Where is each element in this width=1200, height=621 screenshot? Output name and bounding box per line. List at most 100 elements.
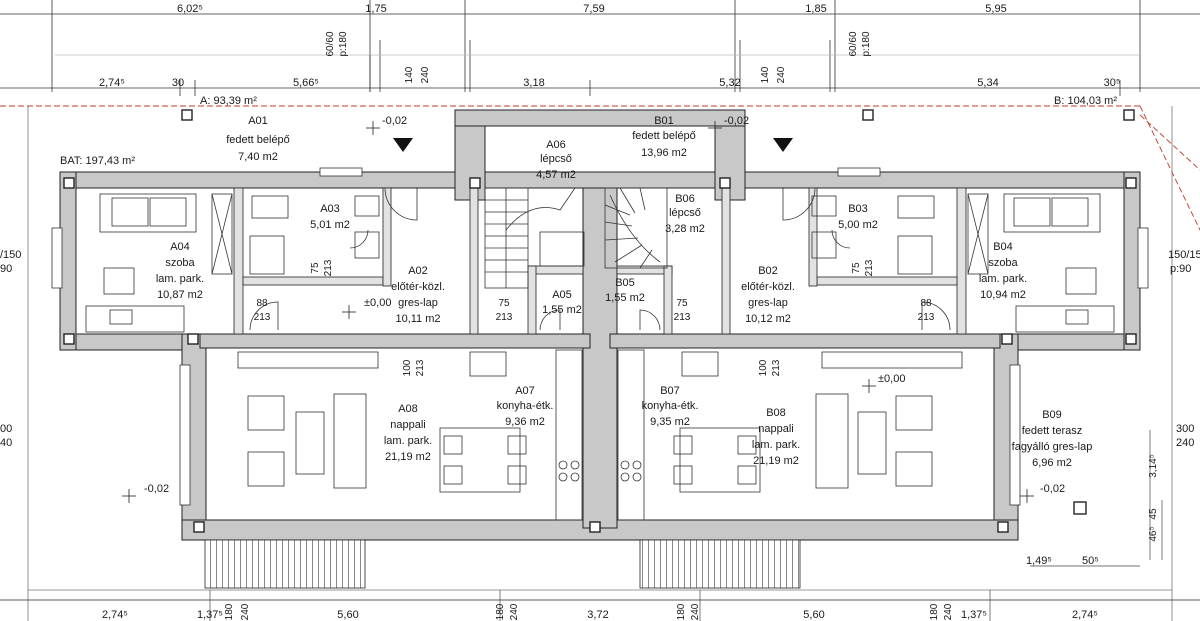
door-b08-h: 213 bbox=[771, 359, 782, 376]
level-b08: ±0,00 bbox=[878, 373, 905, 385]
interior-walls bbox=[233, 187, 967, 335]
door-a04-w: 88 bbox=[256, 298, 268, 309]
door-b05-w: 75 bbox=[676, 298, 688, 309]
door-swings bbox=[249, 187, 951, 331]
top-dim-2: 1,75 bbox=[365, 3, 386, 15]
room-a01-name: fedett belépő bbox=[226, 134, 290, 146]
glazing-hatch bbox=[204, 539, 801, 589]
bottom-dim-1: 2,74⁵ bbox=[102, 609, 128, 621]
top-dim-1: 6,02⁵ bbox=[177, 3, 203, 15]
room-b02-area: 10,12 m2 bbox=[745, 313, 791, 325]
level-a01: -0,02 bbox=[382, 115, 407, 127]
door-a04-h: 213 bbox=[254, 312, 271, 323]
room-a08-name2: lam. park. bbox=[384, 435, 432, 447]
left-dim-2: 90 bbox=[0, 263, 12, 275]
level-left-garden: -0,02 bbox=[144, 483, 169, 495]
bottom-dim-4: 240 bbox=[240, 603, 251, 620]
room-b09-code: B09 bbox=[1042, 409, 1062, 421]
room-b06-area: 3,28 m2 bbox=[665, 223, 705, 235]
bottom-dim-10: 240 bbox=[690, 603, 701, 620]
bottom-dim-3: 180 bbox=[224, 603, 235, 620]
door-b08-w: 100 bbox=[758, 359, 769, 376]
bottom-dim-8: 3,72 bbox=[587, 609, 608, 621]
furniture bbox=[85, 193, 1115, 521]
room-a07-name: konyha-étk. bbox=[497, 400, 554, 412]
entrance-arrows bbox=[393, 138, 793, 152]
door-b04-h: 213 bbox=[918, 312, 935, 323]
door-a05-h: 213 bbox=[496, 312, 513, 323]
room-a07-code: A07 bbox=[515, 385, 535, 397]
room-b07-code: B07 bbox=[660, 385, 680, 397]
room-b09-area: 6,96 m2 bbox=[1032, 457, 1072, 469]
door-a03-h: 213 bbox=[323, 259, 334, 276]
side-dim-lines bbox=[0, 430, 1200, 621]
vdim-2: 240 bbox=[420, 66, 431, 83]
room-a01-area: 7,40 m2 bbox=[238, 151, 278, 163]
level-a02: ±0,00 bbox=[364, 297, 391, 309]
room-b03-code: B03 bbox=[848, 203, 868, 215]
door-a05-w: 75 bbox=[498, 298, 510, 309]
terrace-dim-labels: 1,49⁵ 50⁵ bbox=[1026, 555, 1099, 567]
staircase-a bbox=[484, 187, 585, 289]
bottom-dim-14: 1,37⁵ bbox=[961, 609, 987, 621]
room-a08-code: A08 bbox=[398, 403, 418, 415]
room-b01-area: 13,96 m2 bbox=[641, 147, 687, 159]
area-total-b: B: 104,03 m² bbox=[1054, 95, 1117, 107]
bottom-dim-15: 2,74⁵ bbox=[1072, 609, 1098, 621]
room-a08-area: 21,19 m2 bbox=[385, 451, 431, 463]
top-dimension-lines bbox=[0, 0, 1200, 96]
window-tag-4: p:180 bbox=[861, 31, 872, 56]
bottom-dim-9: 180 bbox=[676, 603, 687, 620]
room-b04-name2: lam. park. bbox=[979, 273, 1027, 285]
window-tag-2: p:180 bbox=[338, 31, 349, 56]
terrace-dim-1: 1,49⁵ bbox=[1026, 555, 1052, 567]
left-dim-4: 40 bbox=[0, 437, 12, 449]
room-b08-name: nappali bbox=[758, 423, 793, 435]
second-dim-1: 2,74⁵ bbox=[99, 77, 125, 89]
room-a02-code: A02 bbox=[408, 265, 428, 277]
room-b02-name2: gres-lap bbox=[748, 297, 788, 309]
room-b04-code: B04 bbox=[993, 241, 1013, 253]
bottom-dim-12: 180 bbox=[929, 603, 940, 620]
second-dim-2: 30 bbox=[172, 77, 184, 89]
right-dim-6: 45 bbox=[1148, 508, 1159, 520]
right-dim-2: p:90 bbox=[1170, 263, 1191, 275]
right-dim-4: 240 bbox=[1176, 437, 1194, 449]
bottom-dimension-labels: 2,74⁵ 1,37⁵ 180 240 5,60 180 240 3,72 18… bbox=[102, 603, 1098, 621]
room-labels: A01 fedett belépő 7,40 m2 A06 lépcső 4,5… bbox=[156, 115, 1093, 469]
room-a05-code: A05 bbox=[552, 289, 572, 301]
second-dim-4: 3,18 bbox=[523, 77, 544, 89]
exterior-walls bbox=[59, 109, 1141, 541]
room-b09-name: fedett terasz bbox=[1022, 425, 1083, 437]
room-b04-name: szoba bbox=[988, 257, 1018, 269]
second-dim-6: 5,34 bbox=[977, 77, 998, 89]
room-b06-name: lépcső bbox=[669, 207, 701, 219]
door-b05-h: 213 bbox=[674, 312, 691, 323]
bottom-dim-2: 1,37⁵ bbox=[197, 609, 223, 621]
room-b04-area: 10,94 m2 bbox=[980, 289, 1026, 301]
right-dim-3: 300 bbox=[1176, 423, 1194, 435]
door-b03-h: 213 bbox=[864, 259, 875, 276]
second-dim-3: 5,66⁵ bbox=[293, 77, 319, 89]
level-labels: -0,02 -0,02 ±0,00 ±0,00 -0,02 -0,02 bbox=[144, 115, 1065, 495]
columns bbox=[63, 109, 1137, 533]
room-b08-area: 21,19 m2 bbox=[753, 455, 799, 467]
room-a07-area: 9,36 m2 bbox=[505, 416, 545, 428]
bottom-dim-13: 240 bbox=[943, 603, 954, 620]
vdim-1: 140 bbox=[404, 66, 415, 83]
area-total-bat: BAT: 197,43 m² bbox=[60, 155, 135, 167]
level-b01: -0,02 bbox=[724, 115, 749, 127]
room-a04-name: szoba bbox=[165, 257, 195, 269]
door-a08-h: 213 bbox=[415, 359, 426, 376]
top-dim-4: 1,85 bbox=[805, 3, 826, 15]
area-total-a: A: 93,39 m² bbox=[200, 95, 257, 107]
right-dim-5: 3,14⁵ bbox=[1148, 454, 1159, 478]
left-dim-3: 00 bbox=[0, 423, 12, 435]
room-a06-area: 4,57 m2 bbox=[536, 169, 576, 181]
level-markers bbox=[122, 121, 1034, 503]
right-dim-7: 46⁵ bbox=[1148, 526, 1159, 541]
room-b01-name: fedett belépő bbox=[632, 130, 696, 142]
door-b04-w: 88 bbox=[920, 298, 932, 309]
room-a02-name: előtér-közl. bbox=[391, 281, 445, 293]
bottom-dim-7: 240 bbox=[509, 603, 520, 620]
